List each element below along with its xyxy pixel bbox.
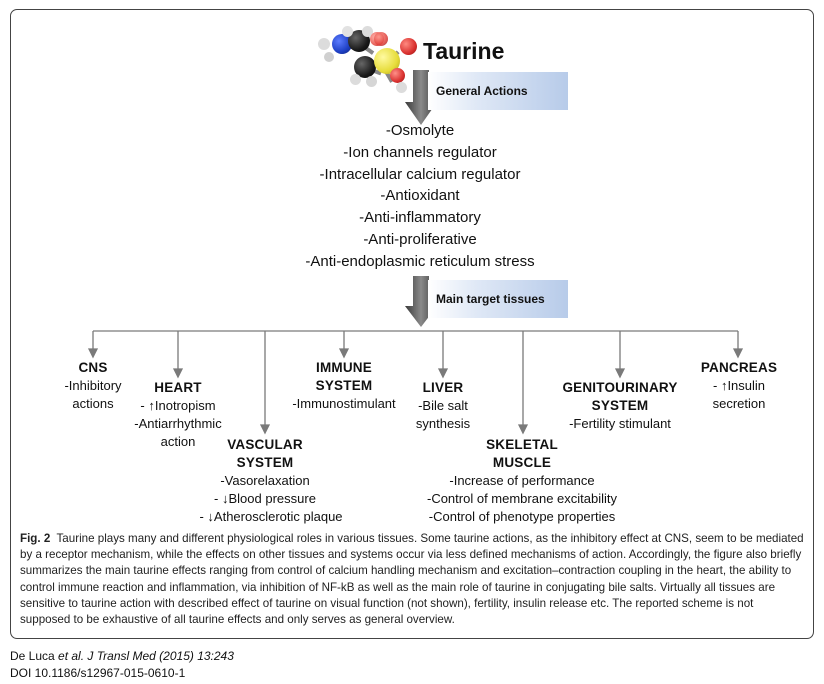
- tissue-effect: -Control of phenotype properties: [428, 509, 616, 524]
- tissue-effect: actions: [72, 396, 114, 411]
- tissue-name: SKELETAL: [486, 437, 558, 452]
- tissue-name: HEART: [154, 380, 202, 395]
- action-item: -Osmolyte: [385, 122, 455, 139]
- tissue-effect: -Vasorelaxation: [220, 473, 310, 488]
- tissue-effect: -Bile salt: [418, 398, 468, 413]
- tissue-effect: -Fertility stimulant: [569, 416, 671, 431]
- tissue-name: GENITOURINARY: [562, 380, 678, 395]
- tissue-name: LIVER: [422, 380, 464, 395]
- diagram-title: Taurine: [423, 38, 505, 64]
- tissue-heart: HEART - Inotropism -Antiarrhythmic actio…: [118, 379, 238, 451]
- general-actions-list: -Osmolyte -Ion channels regulator -Intra…: [250, 120, 590, 273]
- effect-prefix: -: [140, 398, 149, 413]
- citation-line: De Luca et al. J Transl Med (2015) 13:24…: [10, 648, 234, 665]
- tissue-name: PANCREAS: [700, 360, 778, 375]
- citation: De Luca et al. J Transl Med (2015) 13:24…: [10, 648, 234, 682]
- tissue-effect: - Insulin: [684, 377, 794, 395]
- tissue-pancreas: PANCREAS - Insulin secretion: [684, 359, 794, 413]
- effect-text: Inotropism: [154, 398, 216, 413]
- citation-authors: De Luca: [10, 649, 59, 663]
- tissue-name: MUSCLE: [492, 455, 552, 470]
- caption-text: Taurine plays many and different physiol…: [20, 532, 804, 627]
- tissue-effect: -Increase of performance: [449, 473, 595, 488]
- up-arrow-icon: [721, 378, 728, 393]
- citation-doi: DOI 10.1186/s12967-015-0610-1: [10, 666, 186, 680]
- action-item: -Anti-inflammatory: [359, 209, 481, 227]
- general-actions-banner: General Actions: [428, 72, 568, 110]
- citation-journal: et al. J Transl Med: [58, 649, 156, 663]
- action-item: -Intracellular calcium regulator: [319, 165, 521, 183]
- tissue-effect: -Control of membrane excitability: [426, 491, 618, 506]
- tissue-name: CNS: [78, 360, 108, 375]
- tissue-name: VASCULAR: [227, 437, 303, 452]
- tissue-cns: CNS -Inhibitory actions: [45, 359, 141, 413]
- taurine-molecule-image: [318, 26, 418, 106]
- caption-label: Fig. 2: [20, 532, 51, 545]
- effect-prefix: -: [214, 491, 222, 506]
- tissue-liver: LIVER -Bile salt synthesis: [400, 379, 486, 433]
- down-arrow-icon: ↓: [207, 509, 214, 524]
- effect-text: Atherosclerotic plaque: [213, 509, 343, 524]
- action-item: -Antioxidant: [380, 187, 460, 205]
- effect-prefix: -: [712, 378, 721, 393]
- tissue-effect: secretion: [712, 396, 766, 411]
- up-arrow-icon: [148, 398, 155, 413]
- tissue-effect: synthesis: [415, 416, 471, 431]
- tissue-effect: -Antiarrhythmic: [134, 416, 222, 431]
- tissue-skeletal-muscle: SKELETAL MUSCLE -Increase of performance…: [410, 436, 634, 526]
- tissue-vascular: VASCULAR SYSTEM -Vasorelaxation - ↓Blood…: [170, 436, 360, 526]
- tissue-name: SYSTEM: [591, 398, 649, 413]
- figure-frame: [10, 9, 814, 639]
- tissue-effect: - Inotropism: [118, 397, 238, 415]
- action-item: -Ion channels regulator: [343, 143, 497, 161]
- tissue-name: SYSTEM: [315, 378, 373, 393]
- tissue-effect: -Immunostimulant: [292, 396, 396, 411]
- target-tissues-banner: Main target tissues: [428, 280, 568, 318]
- figure-caption: Fig. 2 Taurine plays many and different …: [20, 531, 804, 628]
- effect-text: Blood pressure: [228, 491, 316, 506]
- tissue-immune: IMMUNE SYSTEM -Immunostimulant: [280, 359, 408, 413]
- citation-volume: (2015) 13:243: [155, 649, 234, 663]
- tissue-effect: - ↓Atherosclerotic plaque: [170, 508, 360, 526]
- tissue-name: SYSTEM: [236, 455, 294, 470]
- tissue-genitourinary: GENITOURINARY SYSTEM -Fertility stimulan…: [548, 379, 692, 433]
- tissue-effect: -Inhibitory: [64, 378, 122, 393]
- down-arrow-icon: ↓: [222, 491, 229, 506]
- tissue-effect: - ↓Blood pressure: [170, 490, 360, 508]
- effect-prefix: -: [199, 509, 208, 524]
- action-item: -Anti-endoplasmic reticulum stress: [305, 252, 535, 270]
- tissue-effect: action: [160, 434, 196, 449]
- tissue-name: IMMUNE: [316, 360, 372, 375]
- action-item: -Anti-proliferative: [363, 230, 477, 248]
- effect-text: Insulin: [727, 378, 766, 393]
